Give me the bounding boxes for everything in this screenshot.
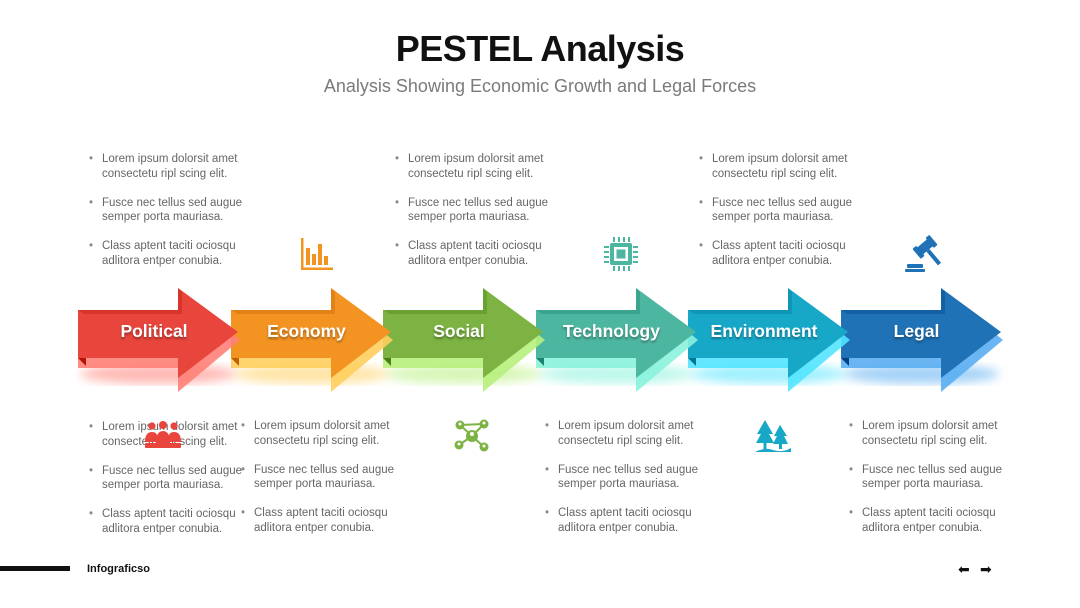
- bullet-item: Lorem ipsum dolorsit amet consectetu rip…: [699, 152, 852, 181]
- bullet-item: Lorem ipsum dolorsit amet consectetu rip…: [241, 419, 394, 448]
- footer-brand: Infograficso: [87, 563, 150, 575]
- chip-icon: [601, 234, 641, 274]
- arrow-political: Political: [78, 282, 240, 394]
- bullet-item: Fusce nec tellus sed augue semper porta …: [89, 196, 242, 225]
- arrow-technology: Technology: [535, 282, 698, 394]
- arrow-environment: Environment: [688, 282, 850, 394]
- bullet-item: Lorem ipsum dolorsit amet consectetu rip…: [545, 419, 698, 448]
- arrow-label: Economy: [267, 321, 346, 341]
- bullet-item: Class aptent taciti ociosqu adlitora ent…: [241, 506, 394, 535]
- bullet-item: Lorem ipsum dolorsit amet consectetu rip…: [395, 152, 548, 181]
- arrow-economy: Economy: [230, 282, 393, 394]
- arrow-label: Social: [433, 321, 485, 341]
- prev-arrow-icon[interactable]: ⬅: [958, 561, 970, 577]
- gavel-icon: [904, 234, 944, 274]
- footer-bar: [0, 566, 70, 571]
- arrow-legal: Legal: [840, 282, 1003, 394]
- arrow-label: Legal: [893, 321, 940, 341]
- bullet-item: Fusce nec tellus sed augue semper porta …: [241, 463, 394, 492]
- bullet-item: Class aptent taciti ociosqu adlitora ent…: [395, 239, 548, 268]
- arrow-label: Environment: [710, 321, 818, 341]
- arrow-label: Political: [120, 321, 188, 341]
- arrow-social: Social: [383, 282, 545, 394]
- economy-notes: Lorem ipsum dolorsit amet consectetu rip…: [238, 419, 394, 550]
- trees-icon: [753, 416, 793, 456]
- next-arrow-icon[interactable]: ➡: [980, 561, 992, 577]
- bullet-item: Fusce nec tellus sed augue semper porta …: [545, 463, 698, 492]
- bullet-item: Fusce nec tellus sed augue semper porta …: [849, 463, 1002, 492]
- bullet-item: Fusce nec tellus sed augue semper porta …: [89, 464, 242, 493]
- bullet-item: Class aptent taciti ociosqu adlitora ent…: [545, 506, 698, 535]
- page-title: PESTEL Analysis: [395, 28, 685, 69]
- bullet-item: Fusce nec tellus sed augue semper porta …: [395, 196, 548, 225]
- bullet-item: Class aptent taciti ociosqu adlitora ent…: [849, 506, 1002, 535]
- technology-notes: Lorem ipsum dolorsit amet consectetu rip…: [542, 419, 698, 550]
- bullet-item: Fusce nec tellus sed augue semper porta …: [699, 196, 852, 225]
- environment-notes: Lorem ipsum dolorsit amet consectetu rip…: [696, 152, 852, 283]
- arrow-label: Technology: [563, 321, 660, 341]
- legal-notes: Lorem ipsum dolorsit amet consectetu rip…: [846, 419, 1002, 550]
- political-top-notes: Lorem ipsum dolorsit amet consectetu rip…: [86, 152, 242, 283]
- bullet-item: Class aptent taciti ociosqu adlitora ent…: [89, 507, 242, 536]
- network-icon: [451, 415, 491, 455]
- bullet-item: Class aptent taciti ociosqu adlitora ent…: [699, 239, 852, 268]
- page-subtitle: Analysis Showing Economic Growth and Leg…: [323, 76, 757, 96]
- bullet-item: Class aptent taciti ociosqu adlitora ent…: [89, 239, 242, 268]
- bar-chart-icon: [297, 234, 337, 274]
- bullet-item: Lorem ipsum dolorsit amet consectetu rip…: [849, 419, 1002, 448]
- bullet-item: Lorem ipsum dolorsit amet consectetu rip…: [89, 152, 242, 181]
- social-notes: Lorem ipsum dolorsit amet consectetu rip…: [392, 152, 548, 283]
- people-group-icon: [143, 416, 183, 456]
